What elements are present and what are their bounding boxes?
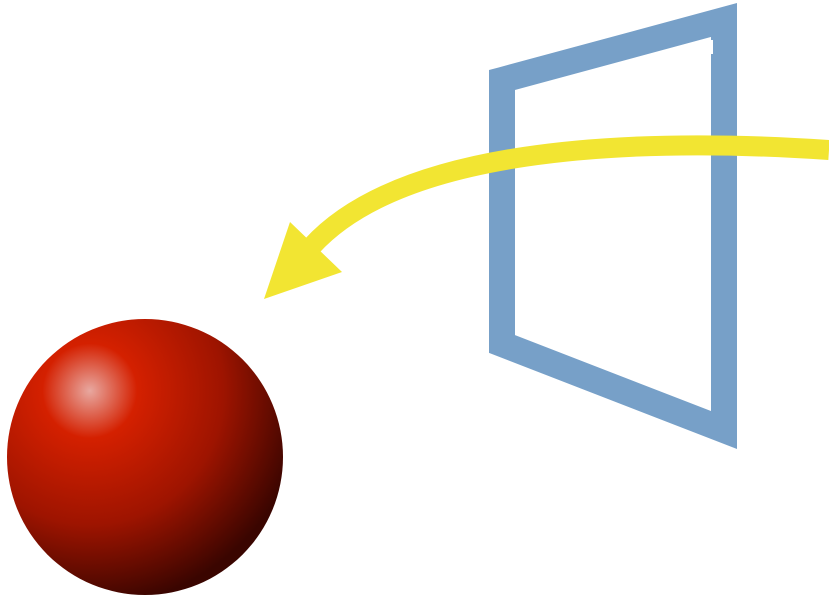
red-sphere <box>7 319 283 595</box>
curved-arrow <box>264 135 829 299</box>
curved-arrow-shaft <box>304 135 829 253</box>
window-frame-outline <box>489 3 737 449</box>
window-frame-notch <box>709 40 713 54</box>
window-frame <box>489 3 737 449</box>
curved-arrow-head <box>264 222 342 299</box>
